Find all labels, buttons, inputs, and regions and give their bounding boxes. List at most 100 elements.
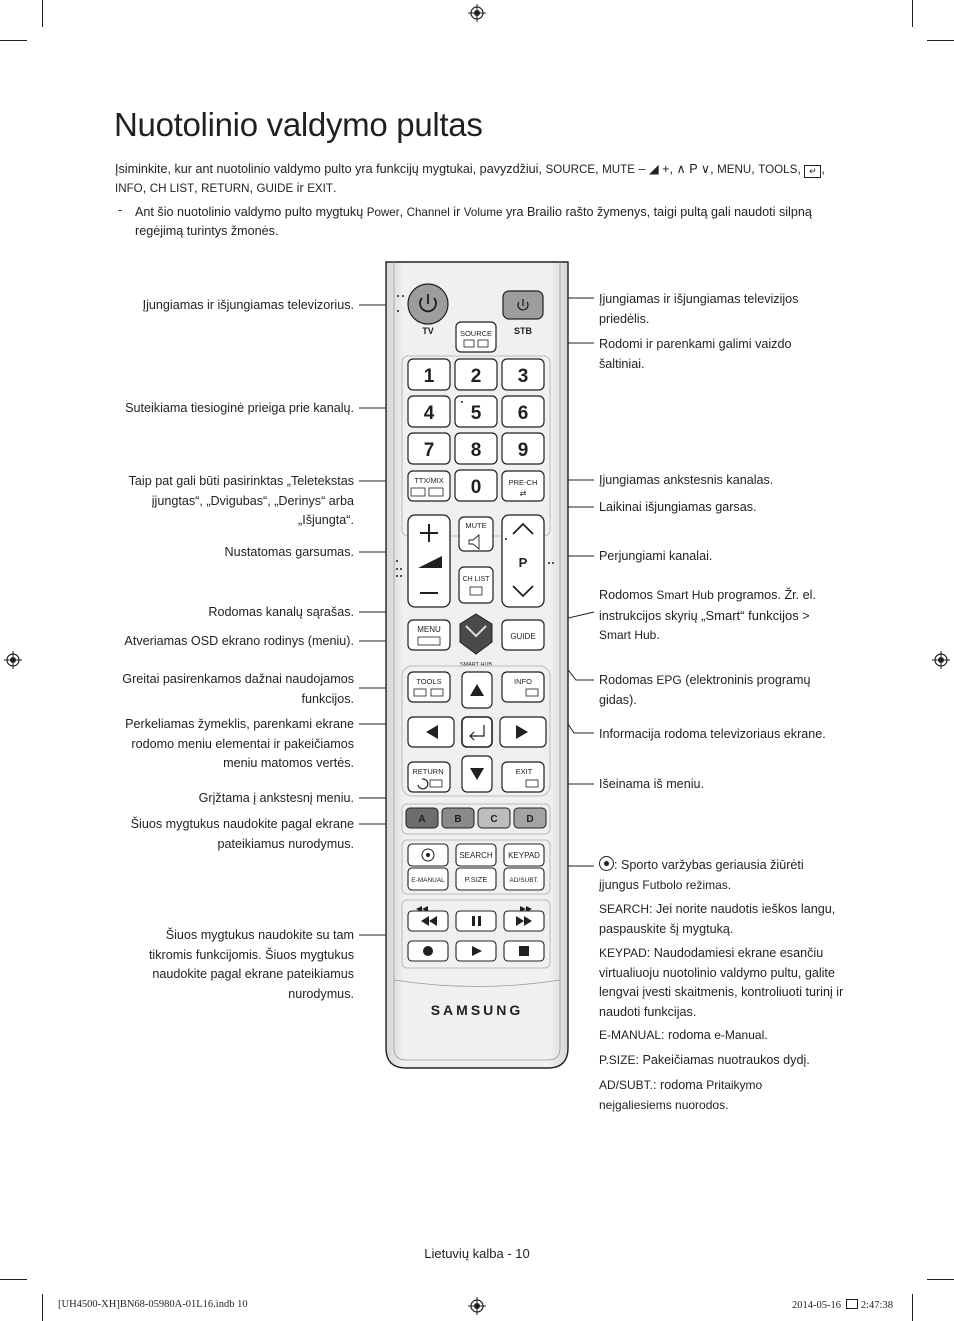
label-volume: Nustatomas garsumas. [224, 545, 355, 559]
text: Rodomos [599, 588, 657, 602]
label-e-manual: E-MANUAL: rodoma e-Manual. [599, 1026, 844, 1046]
digit-0-button [454, 469, 498, 502]
key-menu: MENU [717, 163, 752, 176]
key-guide: GUIDE [256, 182, 294, 195]
text: . [656, 628, 660, 642]
page-title: Nuotolinio valdymo pultas [114, 106, 483, 143]
pause-icon [472, 916, 481, 926]
football-icon [599, 856, 614, 871]
digit-5-button [454, 395, 498, 428]
text: (elektroninis programų gidas). [599, 673, 811, 707]
ttx-mix-label: TTX/MIX [414, 476, 444, 485]
braille-dot [461, 401, 463, 403]
arrow-left-icon [426, 725, 438, 739]
keypad-button [503, 843, 545, 867]
label-ttx-mix: Taip pat gali būti pasirinktas „Teleteks… [128, 474, 354, 527]
digit-3-button [501, 358, 545, 391]
crop-mark [927, 40, 954, 41]
play-icon [472, 946, 482, 956]
sep: , [797, 162, 805, 176]
key-channel: Channel [406, 206, 450, 219]
digit-8-button [454, 432, 498, 465]
sep: , [595, 162, 603, 176]
info-label: INFO [514, 677, 532, 686]
note-text: yra Brailio rašto žymenys, taigi pultą g… [135, 205, 812, 238]
key-football-mode: Futbolo režimas [642, 877, 728, 892]
channel-down-icon [512, 585, 534, 598]
label-number-keys: Suteikiama tiesioginė prieiga prie kanal… [125, 401, 354, 415]
label-stb-power: Įjungiamas ir išjungiamas televizijos pr… [599, 292, 799, 326]
power-icon [517, 299, 529, 311]
text: Rodomas [599, 673, 657, 687]
digit-2-button [454, 358, 498, 391]
arrow-right-icon [516, 725, 528, 739]
source-button [455, 321, 497, 353]
color-key-label: C [490, 814, 497, 825]
label-navigation: Perkeliamas žymeklis, parenkami ekrane r… [125, 717, 354, 770]
stop-icon [519, 946, 529, 956]
search-button [455, 843, 497, 867]
smart-hub-icon [465, 625, 487, 638]
label-smart-hub: Rodomos Smart Hub programos. Žr. el. ins… [599, 586, 839, 646]
sep: , [399, 205, 407, 219]
key-smart-hub: Smart Hub [656, 588, 714, 602]
key-source: SOURCE [545, 163, 596, 176]
braille-note: Ant šio nuotolinio valdymo pulto mygtukų… [135, 203, 815, 241]
label-football: : Sporto varžybas geriausia žiūrėti įjun… [599, 856, 834, 895]
intro-paragraph: Įsiminkite, kur ant nuotolinio valdymo p… [115, 160, 825, 198]
smart-hub-button [459, 613, 493, 655]
keypad-key-label: KEYPAD [508, 851, 540, 860]
text: . [725, 1097, 729, 1112]
digit-label: 7 [424, 440, 435, 461]
key-search: SEARCH [599, 902, 650, 916]
power-icon [419, 294, 437, 313]
label-tv-power: Įjungiamas ir išjungiamas televizorius. [142, 298, 354, 312]
label-color-keys: Šiuos mygtukus naudokite pagal ekrane pa… [130, 817, 354, 851]
rewind-icon [421, 916, 437, 926]
sep: , [249, 181, 257, 195]
text: : Jei norite naudotis ieškos langu, pasp… [599, 902, 836, 936]
crop-mark [0, 40, 27, 41]
registration-mark-icon [468, 1297, 486, 1315]
digit-label: 8 [471, 440, 482, 461]
exit-label: EXIT [516, 767, 533, 776]
tools-button [407, 671, 451, 703]
label-source: Rodomi ir parenkami galimi vaizdo šaltin… [599, 337, 792, 371]
key-chlist: CH LIST [149, 182, 195, 195]
crop-mark [42, 0, 43, 27]
tv-label: TV [422, 326, 434, 336]
digit-7-button [407, 432, 451, 465]
digit-label: 9 [518, 440, 529, 461]
nav-pad-frame [401, 665, 551, 797]
channel-p-label: P [519, 555, 528, 570]
arrow-up-icon [470, 684, 484, 696]
tools-label: TOOLS [416, 677, 441, 686]
key-smart-hub: Smart Hub [599, 628, 657, 642]
key-accessibility: Pritaikymo neįgaliesiems nuorodos [599, 1078, 763, 1112]
sep: , [194, 181, 202, 195]
key-ad-subt: AD/SUBT. [599, 1078, 654, 1092]
color-key-c-button [477, 807, 511, 829]
crop-mark [0, 1279, 27, 1280]
ad-subt-key-label: AD/SUBT. [509, 877, 538, 884]
mute-label: MUTE [465, 521, 486, 530]
p-size-button [455, 867, 497, 891]
key-volume: – ◢ +, [634, 162, 677, 176]
registration-mark-icon [4, 651, 22, 669]
key-channel: ∧ P ∨ [676, 162, 711, 176]
page-footer: Lietuvių kalba - 10 [424, 1246, 530, 1261]
label-info: Informacija rodoma televizoriaus ekrane. [599, 727, 826, 741]
print-slug-left: [UH4500-XH]BN68-05980A-01L16.indb 10 [58, 1299, 248, 1310]
label-menu: Atveriamas OSD ekrano rodinys (meniu). [124, 634, 354, 648]
color-key-d-button [513, 807, 547, 829]
source-icon: ↵ [804, 165, 822, 178]
nav-enter-button [461, 716, 493, 748]
color-key-a-button [405, 807, 439, 829]
menu-button [407, 619, 451, 651]
text: : rodoma [661, 1028, 715, 1042]
pause-button [455, 910, 497, 932]
label-ch-list: Rodomas kanalų sąrašas. [208, 605, 354, 619]
text: . [727, 877, 732, 892]
note-dash: - [118, 203, 123, 217]
